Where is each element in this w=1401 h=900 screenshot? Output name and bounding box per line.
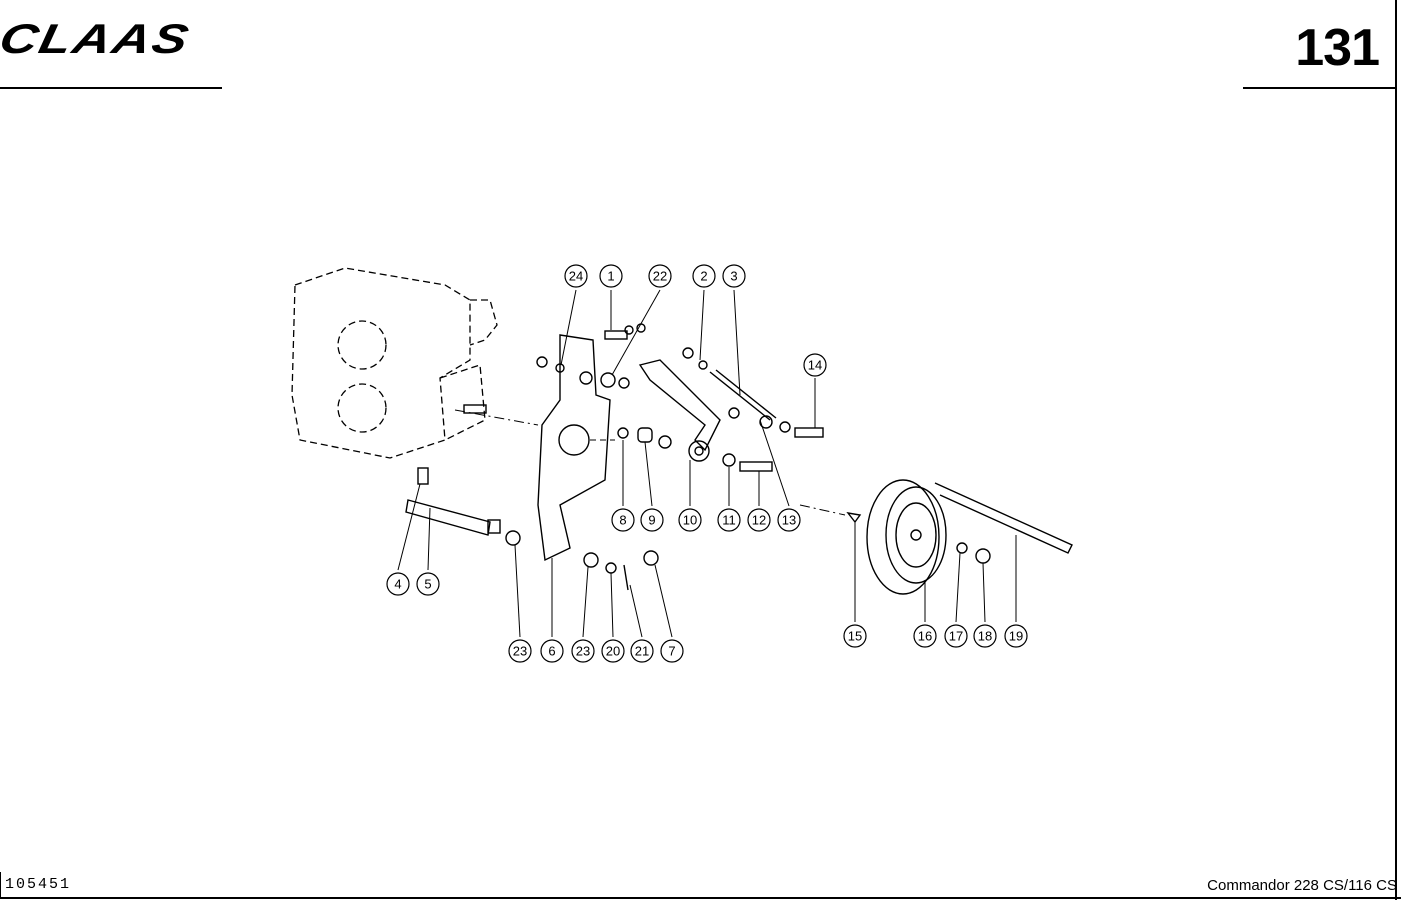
callout-11: 11 (717, 508, 741, 532)
callout-21: 21 (630, 639, 654, 663)
callout-label: 6 (548, 644, 555, 659)
callout-23a: 23 (508, 639, 532, 663)
callout-15: 15 (843, 624, 867, 648)
callout-2: 2 (692, 264, 716, 288)
callout-label: 22 (653, 269, 667, 284)
callout-16: 16 (913, 624, 937, 648)
callout-label: 4 (394, 577, 401, 592)
callout-12: 12 (747, 508, 771, 532)
callout-label: 3 (730, 269, 737, 284)
tension-arm (638, 359, 721, 462)
page-number-underline (1243, 87, 1395, 89)
page-number: 131 (1295, 19, 1380, 77)
callout-4: 4 (386, 572, 410, 596)
callout-label: 14 (808, 358, 822, 373)
pulley-and-belt (799, 479, 1073, 595)
callout-9: 9 (640, 508, 664, 532)
callout-6: 6 (540, 639, 564, 663)
frame-bottom-border (0, 897, 1401, 899)
callout-20: 20 (601, 639, 625, 663)
callout-3: 3 (722, 264, 746, 288)
callout-label: 12 (752, 513, 766, 528)
callout-label: 1 (607, 269, 614, 284)
callout-18: 18 (973, 624, 997, 648)
callout-8: 8 (611, 508, 635, 532)
callout-19: 19 (1004, 624, 1028, 648)
callout-label: 10 (683, 513, 697, 528)
model-name: Commandor 228 CS/116 CS (1207, 877, 1397, 894)
document-number: 105451 (5, 876, 72, 893)
callout-label: 24 (569, 269, 583, 284)
gearbox-housing (291, 267, 498, 459)
callout-label: 19 (1009, 629, 1023, 644)
logo-underline (0, 87, 222, 89)
callout-5: 5 (416, 572, 440, 596)
callout-14: 14 (803, 353, 827, 377)
callout-label: 8 (619, 513, 626, 528)
callout-label: 13 (782, 513, 796, 528)
callout-label: 17 (949, 629, 963, 644)
frame-right-border (1395, 0, 1397, 900)
callout-label: 21 (635, 644, 649, 659)
callout-label: 16 (918, 629, 932, 644)
callout-label: 20 (606, 644, 620, 659)
frame-left-tick (0, 872, 1, 898)
callout-label: 7 (668, 644, 675, 659)
small-parts (417, 323, 824, 591)
callout-13: 13 (777, 508, 801, 532)
callout-label: 2 (700, 269, 707, 284)
callout-1: 1 (599, 264, 623, 288)
callout-10: 10 (678, 508, 702, 532)
bracket-plate (454, 334, 615, 562)
callout-label: 11 (722, 513, 736, 528)
callout-label: 5 (424, 577, 431, 592)
leader-lines (397, 289, 1017, 638)
callout-7: 7 (660, 639, 684, 663)
callout-17: 17 (944, 624, 968, 648)
callout-label: 9 (648, 513, 655, 528)
shaft (405, 499, 501, 536)
callout-22: 22 (648, 264, 672, 288)
callout-label: 23 (576, 644, 590, 659)
callout-23b: 23 (571, 639, 595, 663)
callout-label: 15 (848, 629, 862, 644)
callout-label: 18 (978, 629, 992, 644)
callout-label: 23 (513, 644, 527, 659)
callout-24: 24 (564, 264, 588, 288)
